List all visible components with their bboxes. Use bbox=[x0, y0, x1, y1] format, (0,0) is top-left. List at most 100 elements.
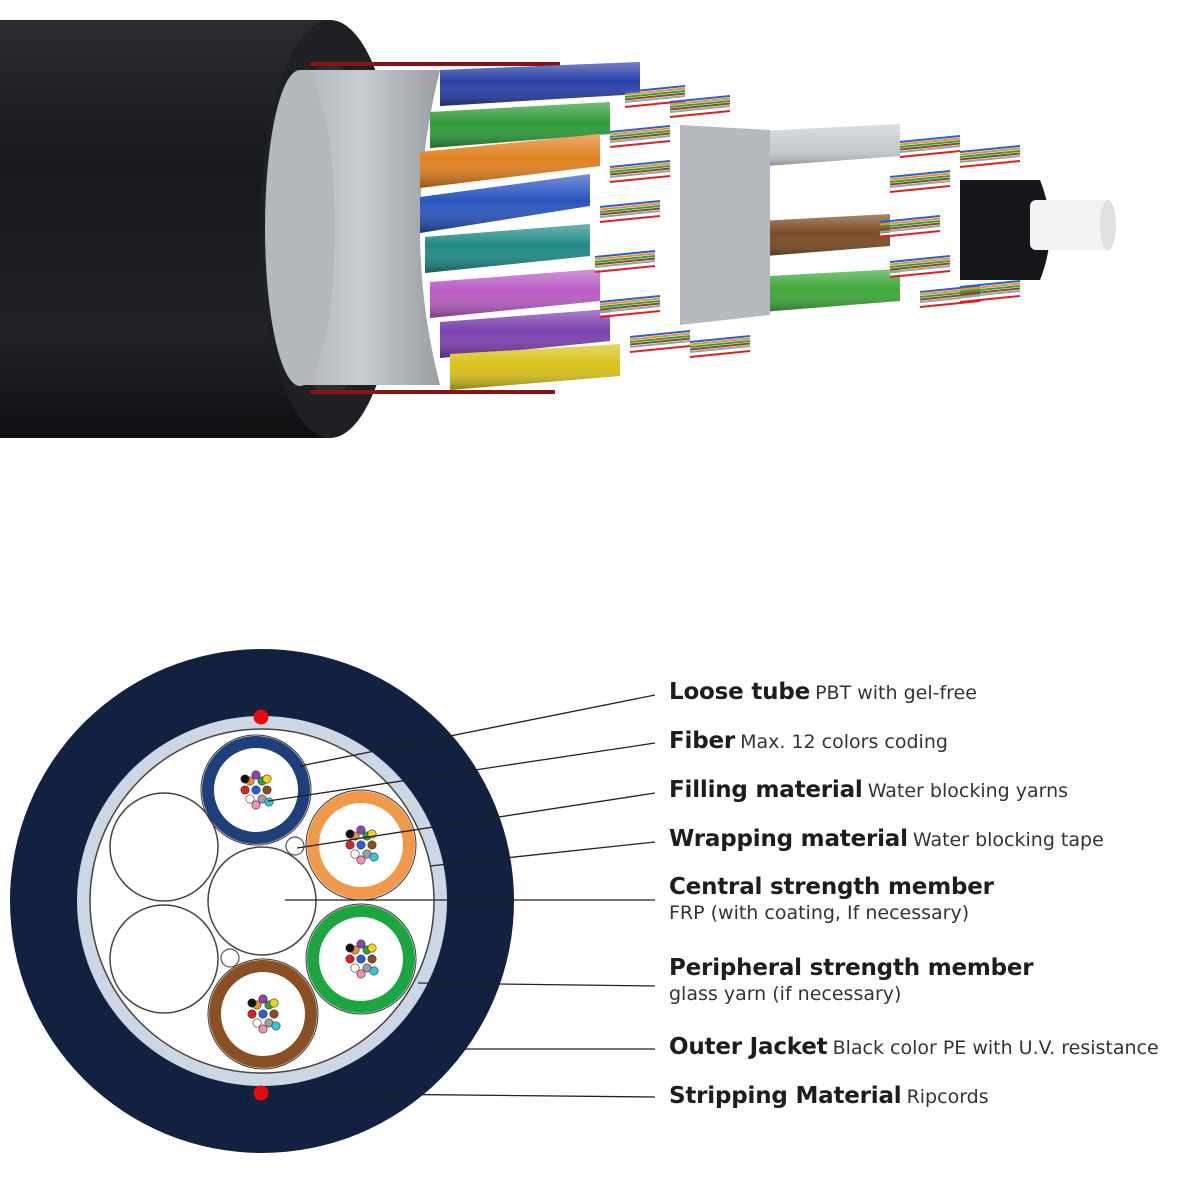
fiber bbox=[251, 800, 261, 810]
photo-fiber bbox=[889, 265, 951, 273]
fiber bbox=[240, 785, 250, 795]
fiber bbox=[356, 969, 366, 979]
photo-fiber bbox=[959, 285, 1021, 293]
photo-fiber bbox=[689, 335, 751, 343]
photo-fiber bbox=[889, 177, 951, 186]
leader-stripping-material bbox=[267, 1092, 656, 1098]
photo-tube-shade bbox=[430, 269, 600, 318]
label-filling-material-name: Filling material bbox=[669, 777, 863, 803]
photo-fiber bbox=[599, 297, 661, 306]
photo-fiber bbox=[899, 150, 961, 158]
fiber bbox=[350, 963, 360, 973]
loose-tube-outline bbox=[207, 958, 319, 1070]
fiber bbox=[367, 840, 377, 850]
photo-tube-shade bbox=[420, 134, 600, 188]
cable-cutaway-photo bbox=[0, 20, 1116, 438]
photo-central-member-jacket bbox=[960, 180, 1050, 280]
fiber bbox=[258, 1009, 268, 1019]
photo-fiber bbox=[879, 217, 941, 226]
photo-fiber bbox=[879, 227, 941, 236]
label-peripheral-strength-member-name: Peripheral strength member bbox=[669, 955, 1034, 981]
photo-fiber bbox=[669, 107, 731, 116]
label-loose-tube-desc: PBT with gel-free bbox=[815, 682, 977, 704]
fiber bbox=[262, 774, 272, 784]
photo-fiber bbox=[959, 287, 1021, 296]
photo-fiber bbox=[599, 295, 661, 303]
photo-fiber bbox=[889, 175, 951, 183]
photo-fiber bbox=[599, 302, 661, 311]
photo-fiber bbox=[669, 110, 731, 118]
photo-fiber bbox=[599, 200, 661, 208]
photo-fiber bbox=[879, 220, 941, 228]
photo-fiber bbox=[879, 222, 941, 231]
label-peripheral-strength-member: Peripheral strength member glass yarn (i… bbox=[669, 955, 1034, 1005]
fiber bbox=[269, 1009, 279, 1019]
label-loose-tube-name: Loose tube bbox=[669, 679, 810, 705]
photo-tube-shade bbox=[450, 344, 620, 390]
photo-fiber bbox=[599, 305, 661, 313]
photo-fiber bbox=[624, 95, 686, 103]
leader-wrapping-material bbox=[429, 841, 656, 867]
filling-yarn-1 bbox=[285, 836, 305, 856]
photo-tube-shade bbox=[425, 224, 590, 273]
photo-fiber bbox=[959, 155, 1021, 163]
photo-fiber bbox=[959, 160, 1021, 168]
label-outer-jacket-name: Outer Jacket bbox=[669, 1034, 828, 1060]
fiber bbox=[269, 998, 279, 1008]
ripcord-bottom bbox=[253, 1085, 269, 1101]
ripcord-top bbox=[253, 709, 269, 725]
photo-fiber bbox=[599, 205, 661, 213]
photo-fiber bbox=[599, 202, 661, 211]
label-filling-material: Filling material Water blocking yarns bbox=[669, 777, 1068, 803]
label-peripheral-strength-member-desc: glass yarn (if necessary) bbox=[669, 983, 902, 1005]
photo-fiber bbox=[624, 87, 686, 96]
photo-inner-tape bbox=[680, 125, 770, 325]
fiber bbox=[369, 852, 379, 862]
photo-fiber bbox=[669, 97, 731, 106]
leader-fiber bbox=[267, 742, 656, 802]
photo-fiber bbox=[609, 160, 671, 168]
photo-fiber bbox=[599, 300, 661, 308]
fiber bbox=[369, 966, 379, 976]
photo-fiber bbox=[959, 290, 1021, 298]
photo-fiber bbox=[899, 135, 961, 143]
photo-fiber bbox=[629, 340, 691, 348]
leader-loose-tube bbox=[299, 694, 656, 767]
photo-fiber bbox=[879, 225, 941, 233]
fiber bbox=[356, 954, 366, 964]
fiber bbox=[345, 829, 355, 839]
photo-fiber bbox=[609, 132, 671, 141]
filler-rod-bottom bbox=[109, 904, 219, 1014]
photo-fiber bbox=[599, 310, 661, 318]
label-wrapping-material-desc: Water blocking tape bbox=[912, 829, 1104, 851]
fiber bbox=[367, 943, 377, 953]
photo-fiber bbox=[629, 337, 691, 346]
photo-tube-shade bbox=[430, 102, 610, 148]
label-fiber-desc: Max. 12 colors coding bbox=[740, 731, 948, 753]
photo-fiber bbox=[609, 167, 671, 176]
loose-tube-outline bbox=[305, 903, 417, 1015]
photo-fiber bbox=[609, 165, 671, 173]
photo-fiber bbox=[689, 347, 751, 356]
label-central-strength-member: Central strength member FRP (with coatin… bbox=[669, 874, 994, 924]
photo-fiber bbox=[629, 332, 691, 341]
cross-section-diagram bbox=[10, 649, 656, 1153]
fiber bbox=[345, 943, 355, 953]
photo-fiber bbox=[899, 140, 961, 148]
photo-fiber bbox=[594, 257, 656, 266]
photo-fiber bbox=[899, 147, 961, 156]
label-wrapping-material: Wrapping material Water blocking tape bbox=[669, 826, 1104, 852]
photo-fiber bbox=[669, 95, 731, 103]
photo-central-strength-member bbox=[1030, 200, 1110, 250]
photo-tube-shade bbox=[440, 309, 610, 358]
photo-fiber bbox=[879, 215, 941, 223]
photo-loose-tubes bbox=[420, 62, 900, 390]
photo-fiber bbox=[959, 150, 1021, 158]
label-central-strength-member-desc: FRP (with coating, If necessary) bbox=[669, 902, 970, 924]
label-central-strength-member-name: Central strength member bbox=[669, 874, 994, 900]
photo-fiber bbox=[959, 152, 1021, 161]
photo-fiber bbox=[889, 172, 951, 181]
photo-fiber bbox=[889, 185, 951, 193]
fiber bbox=[262, 785, 272, 795]
